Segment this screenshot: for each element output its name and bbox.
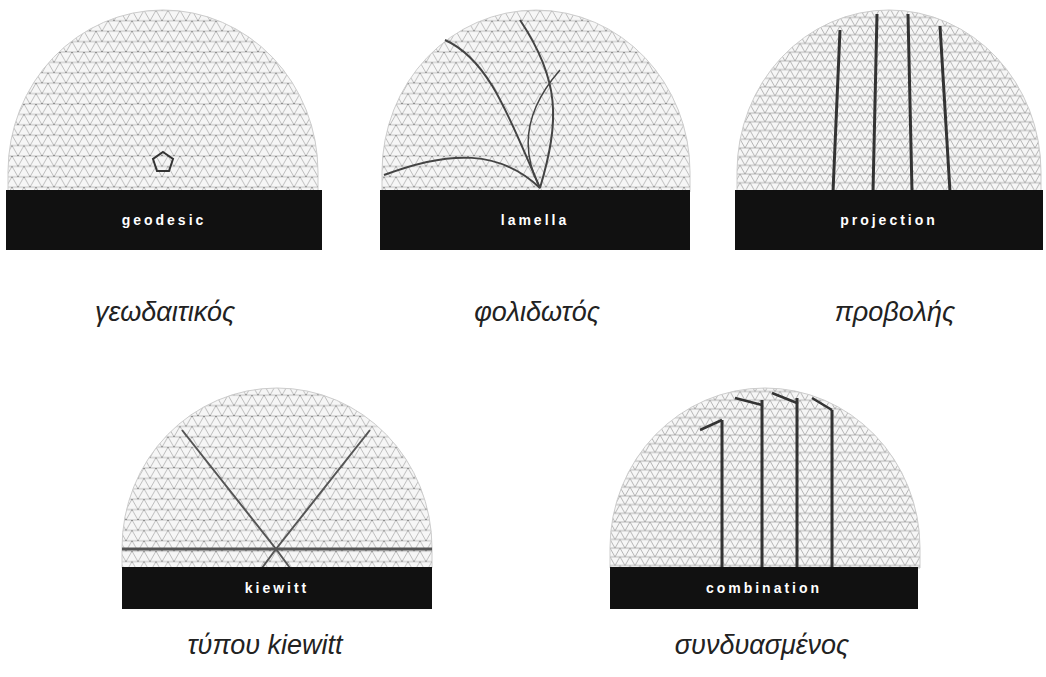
type-name: geodesic (122, 212, 207, 228)
label-band: combination (610, 567, 918, 609)
type-name: kiewitt (245, 580, 310, 596)
type-name: combination (706, 580, 822, 596)
label-band: projection (735, 190, 1043, 250)
type-name: projection (840, 212, 938, 228)
greek-caption: γεωδαιτικός (95, 297, 235, 328)
greek-caption: συνδυασμένος (675, 630, 849, 661)
label-band: kiewitt (122, 567, 432, 609)
greek-caption: τύπου kiewitt (187, 630, 342, 661)
label-band: lamella (380, 190, 690, 250)
label-band: geodesic (6, 190, 322, 250)
greek-caption: φολιδωτός (474, 297, 600, 328)
greek-caption: προβολής (835, 297, 955, 328)
type-name: lamella (501, 212, 569, 228)
